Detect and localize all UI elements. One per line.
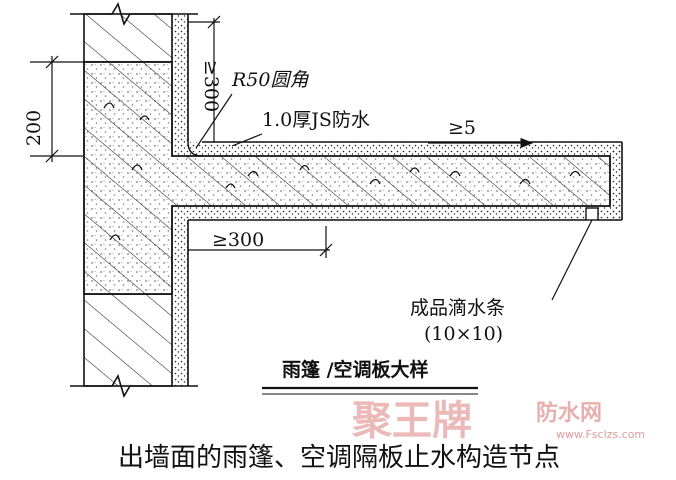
caption: 出墙面的雨篷、空调隔板止水构造节点 — [118, 443, 560, 473]
watermark-url: www.Fsclzs.com — [556, 428, 645, 441]
watermark-brand: 聚王牌 — [351, 398, 472, 444]
drip-strip-groove — [585, 207, 599, 221]
waterproof-leader — [231, 133, 263, 147]
slope-label: ≥5 — [448, 117, 476, 139]
concrete-slab — [83, 61, 611, 295]
brick-wall-lower — [83, 293, 173, 387]
detail-title: 雨篷 /空调板大样 — [282, 358, 429, 381]
dimension-label-bottom-300: ≥300 — [212, 229, 264, 251]
radius-leader — [195, 93, 233, 149]
dimension-bottom-300 — [188, 226, 333, 258]
brick-wall-upper — [83, 13, 173, 63]
drip-strip-leader — [551, 219, 593, 301]
break-lines — [70, 2, 198, 398]
waterproof-label: 1.0厚JS防水 — [262, 109, 370, 131]
radius-label: R50圆角 — [231, 69, 309, 91]
dimension-label-top-300: ≥300 — [200, 60, 222, 112]
dimension-label-200: 200 — [23, 110, 45, 146]
drip-strip-label: 成品滴水条 — [410, 297, 505, 319]
waterproof-layer — [172, 14, 623, 386]
drip-strip-size: (10×10) — [424, 323, 503, 345]
watermark-name: 防水网 — [536, 401, 602, 426]
dimension-wall-200 — [30, 55, 84, 163]
